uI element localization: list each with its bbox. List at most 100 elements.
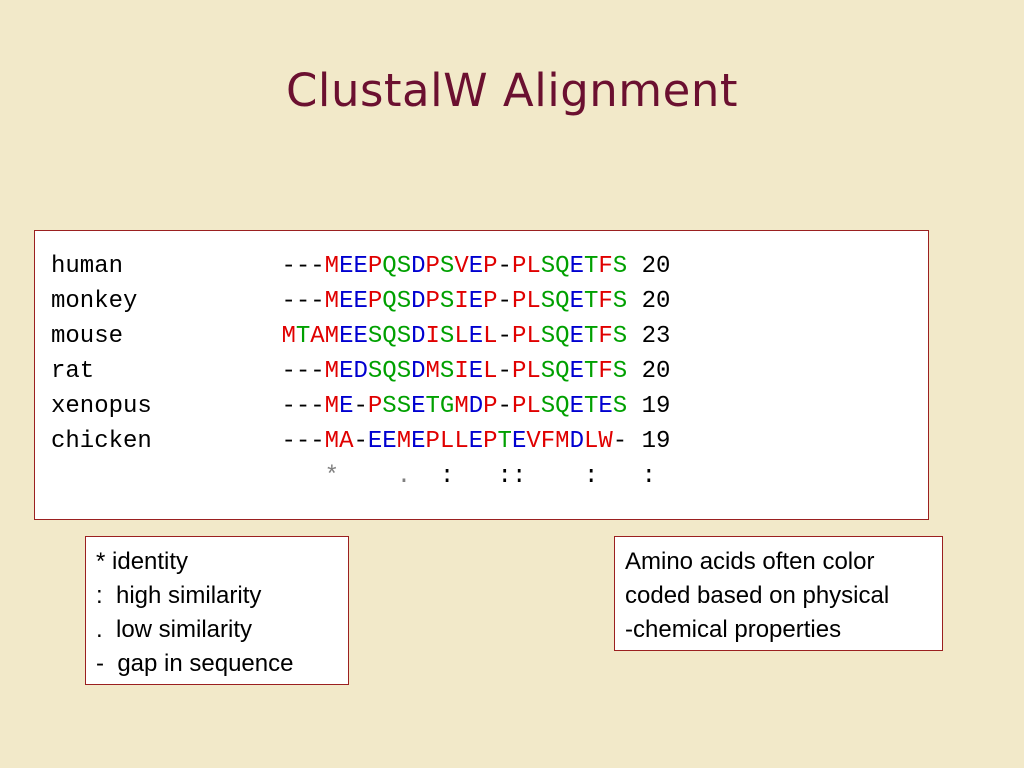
residue: E — [353, 323, 368, 350]
aligned-sequence: ---ME-PSSETGMDP-PLSQETES — [281, 393, 627, 420]
residue: V — [454, 253, 469, 280]
residue: E — [339, 358, 354, 385]
residue: S — [439, 358, 455, 385]
residue: P — [483, 253, 498, 280]
residue: F — [598, 288, 613, 315]
alignment-row: mouse MTAMEESQSDISLEL-PLSQETFS 23 — [51, 319, 670, 354]
aligned-sequence: ---MA-EEMEPLLEPTEVFMDLW- — [281, 428, 627, 455]
residue: T — [583, 358, 599, 385]
residue: T — [583, 323, 599, 350]
residue: S — [540, 253, 556, 280]
conservation-mark — [368, 463, 382, 490]
residue: M — [324, 288, 340, 315]
note-line: -chemical properties — [625, 616, 842, 643]
residue: M — [324, 358, 340, 385]
conservation-mark: : — [439, 463, 455, 490]
conservation-mark — [426, 463, 440, 490]
residue: S — [612, 253, 628, 280]
conservation-mark — [526, 463, 540, 490]
gap-char: - — [281, 428, 296, 455]
residue: M — [281, 323, 296, 350]
residue: D — [411, 358, 426, 385]
aligned-sequence: MTAMEESQSDISLEL-PLSQETFS — [281, 323, 627, 350]
residue: Q — [555, 358, 570, 385]
residue: I — [454, 288, 469, 315]
sequence-name: monkey — [51, 288, 138, 315]
gap-char: - — [310, 393, 325, 420]
conservation-mark: : — [583, 463, 599, 490]
symbol-legend: * identity : high similarity . low simil… — [85, 536, 349, 685]
residue: S — [439, 253, 455, 280]
conservation-mark — [454, 463, 468, 490]
residue: E — [468, 428, 484, 455]
residue: S — [382, 393, 397, 420]
sequence-position: 20 — [641, 253, 671, 280]
residue: F — [598, 358, 613, 385]
conservation-mark — [339, 463, 353, 490]
conservation-mark — [541, 463, 555, 490]
conservation-mark — [613, 463, 627, 490]
residue: D — [353, 358, 368, 385]
residue: E — [339, 253, 354, 280]
residue: D — [411, 288, 426, 315]
residue: P — [511, 358, 527, 385]
legend-identity: * identity — [96, 548, 189, 575]
gap-char: - — [497, 253, 512, 280]
residue: E — [339, 393, 354, 420]
alignment-row: human ---MEEPQSDPSVEP-PLSQETFS 20 — [51, 249, 670, 284]
conservation-mark — [570, 463, 584, 490]
residue: L — [454, 323, 469, 350]
residue: E — [468, 253, 484, 280]
residue: S — [540, 288, 556, 315]
gap-char: - — [310, 358, 325, 385]
residue: L — [483, 323, 498, 350]
note-line: Amino acids often color — [625, 548, 875, 575]
residue: L — [526, 358, 541, 385]
residue: D — [411, 323, 426, 350]
residue: Q — [555, 288, 570, 315]
residue: L — [483, 358, 498, 385]
conservation-mark — [310, 463, 324, 490]
gap-char: - — [295, 253, 311, 280]
residue: P — [511, 288, 527, 315]
sequence-position: 23 — [641, 323, 671, 350]
sequence-name: human — [51, 253, 124, 280]
residue: S — [439, 323, 455, 350]
residue: A — [310, 323, 325, 350]
residue: S — [612, 288, 628, 315]
alignment-row: monkey ---MEEPQSDPSIEP-PLSQETFS 20 — [51, 284, 670, 319]
residue: E — [569, 288, 584, 315]
residue: E — [598, 393, 613, 420]
conservation-mark: * — [324, 463, 340, 490]
conservation-mark — [411, 463, 425, 490]
residue: T — [295, 323, 311, 350]
residue: P — [483, 288, 498, 315]
residue: M — [324, 323, 340, 350]
residue: S — [612, 323, 628, 350]
residue: Q — [555, 253, 570, 280]
gap-char: - — [295, 358, 311, 385]
sequence-name: chicken — [51, 428, 152, 455]
gap-char: - — [310, 428, 325, 455]
residue: V — [526, 428, 541, 455]
gap-char: - — [281, 393, 296, 420]
residue: M — [555, 428, 570, 455]
residue: T — [583, 288, 599, 315]
residue: P — [483, 393, 498, 420]
residue: I — [425, 323, 440, 350]
residue: F — [598, 323, 613, 350]
conservation-mark — [598, 463, 612, 490]
residue: S — [540, 358, 556, 385]
residue: P — [425, 428, 440, 455]
conservation-mark — [469, 463, 483, 490]
residue: M — [454, 393, 469, 420]
residue: A — [339, 428, 354, 455]
residue: E — [569, 253, 584, 280]
residue: P — [367, 253, 383, 280]
residue: T — [583, 253, 599, 280]
residue: D — [569, 428, 584, 455]
conservation-row: * . : :: : : — [51, 459, 670, 494]
gap-char: - — [353, 428, 368, 455]
gap-char: - — [295, 428, 311, 455]
residue: E — [339, 288, 354, 315]
